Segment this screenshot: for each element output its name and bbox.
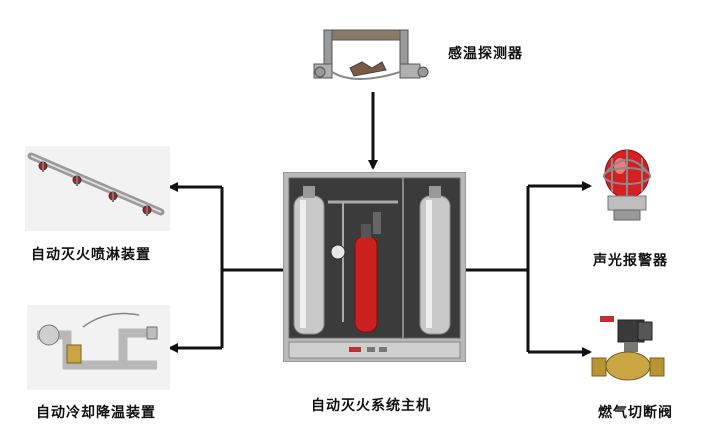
gas-valve-image <box>591 316 665 381</box>
gas-valve-label: 燃气切断阀 <box>598 405 673 421</box>
main-unit-image <box>283 172 466 362</box>
heat-sensor-image <box>313 29 429 80</box>
cooling-label: 自动冷却降温装置 <box>36 405 156 421</box>
sensor-label: 感温探测器 <box>448 46 523 62</box>
alarm-image <box>603 149 651 221</box>
cooling-device-image <box>27 305 170 390</box>
sprinkler-image <box>25 146 170 231</box>
alarm-label: 声光报警器 <box>593 253 668 269</box>
sprinkler-label: 自动灭火喷淋装置 <box>31 247 151 263</box>
main-unit-label: 自动灭火系统主机 <box>311 398 431 414</box>
